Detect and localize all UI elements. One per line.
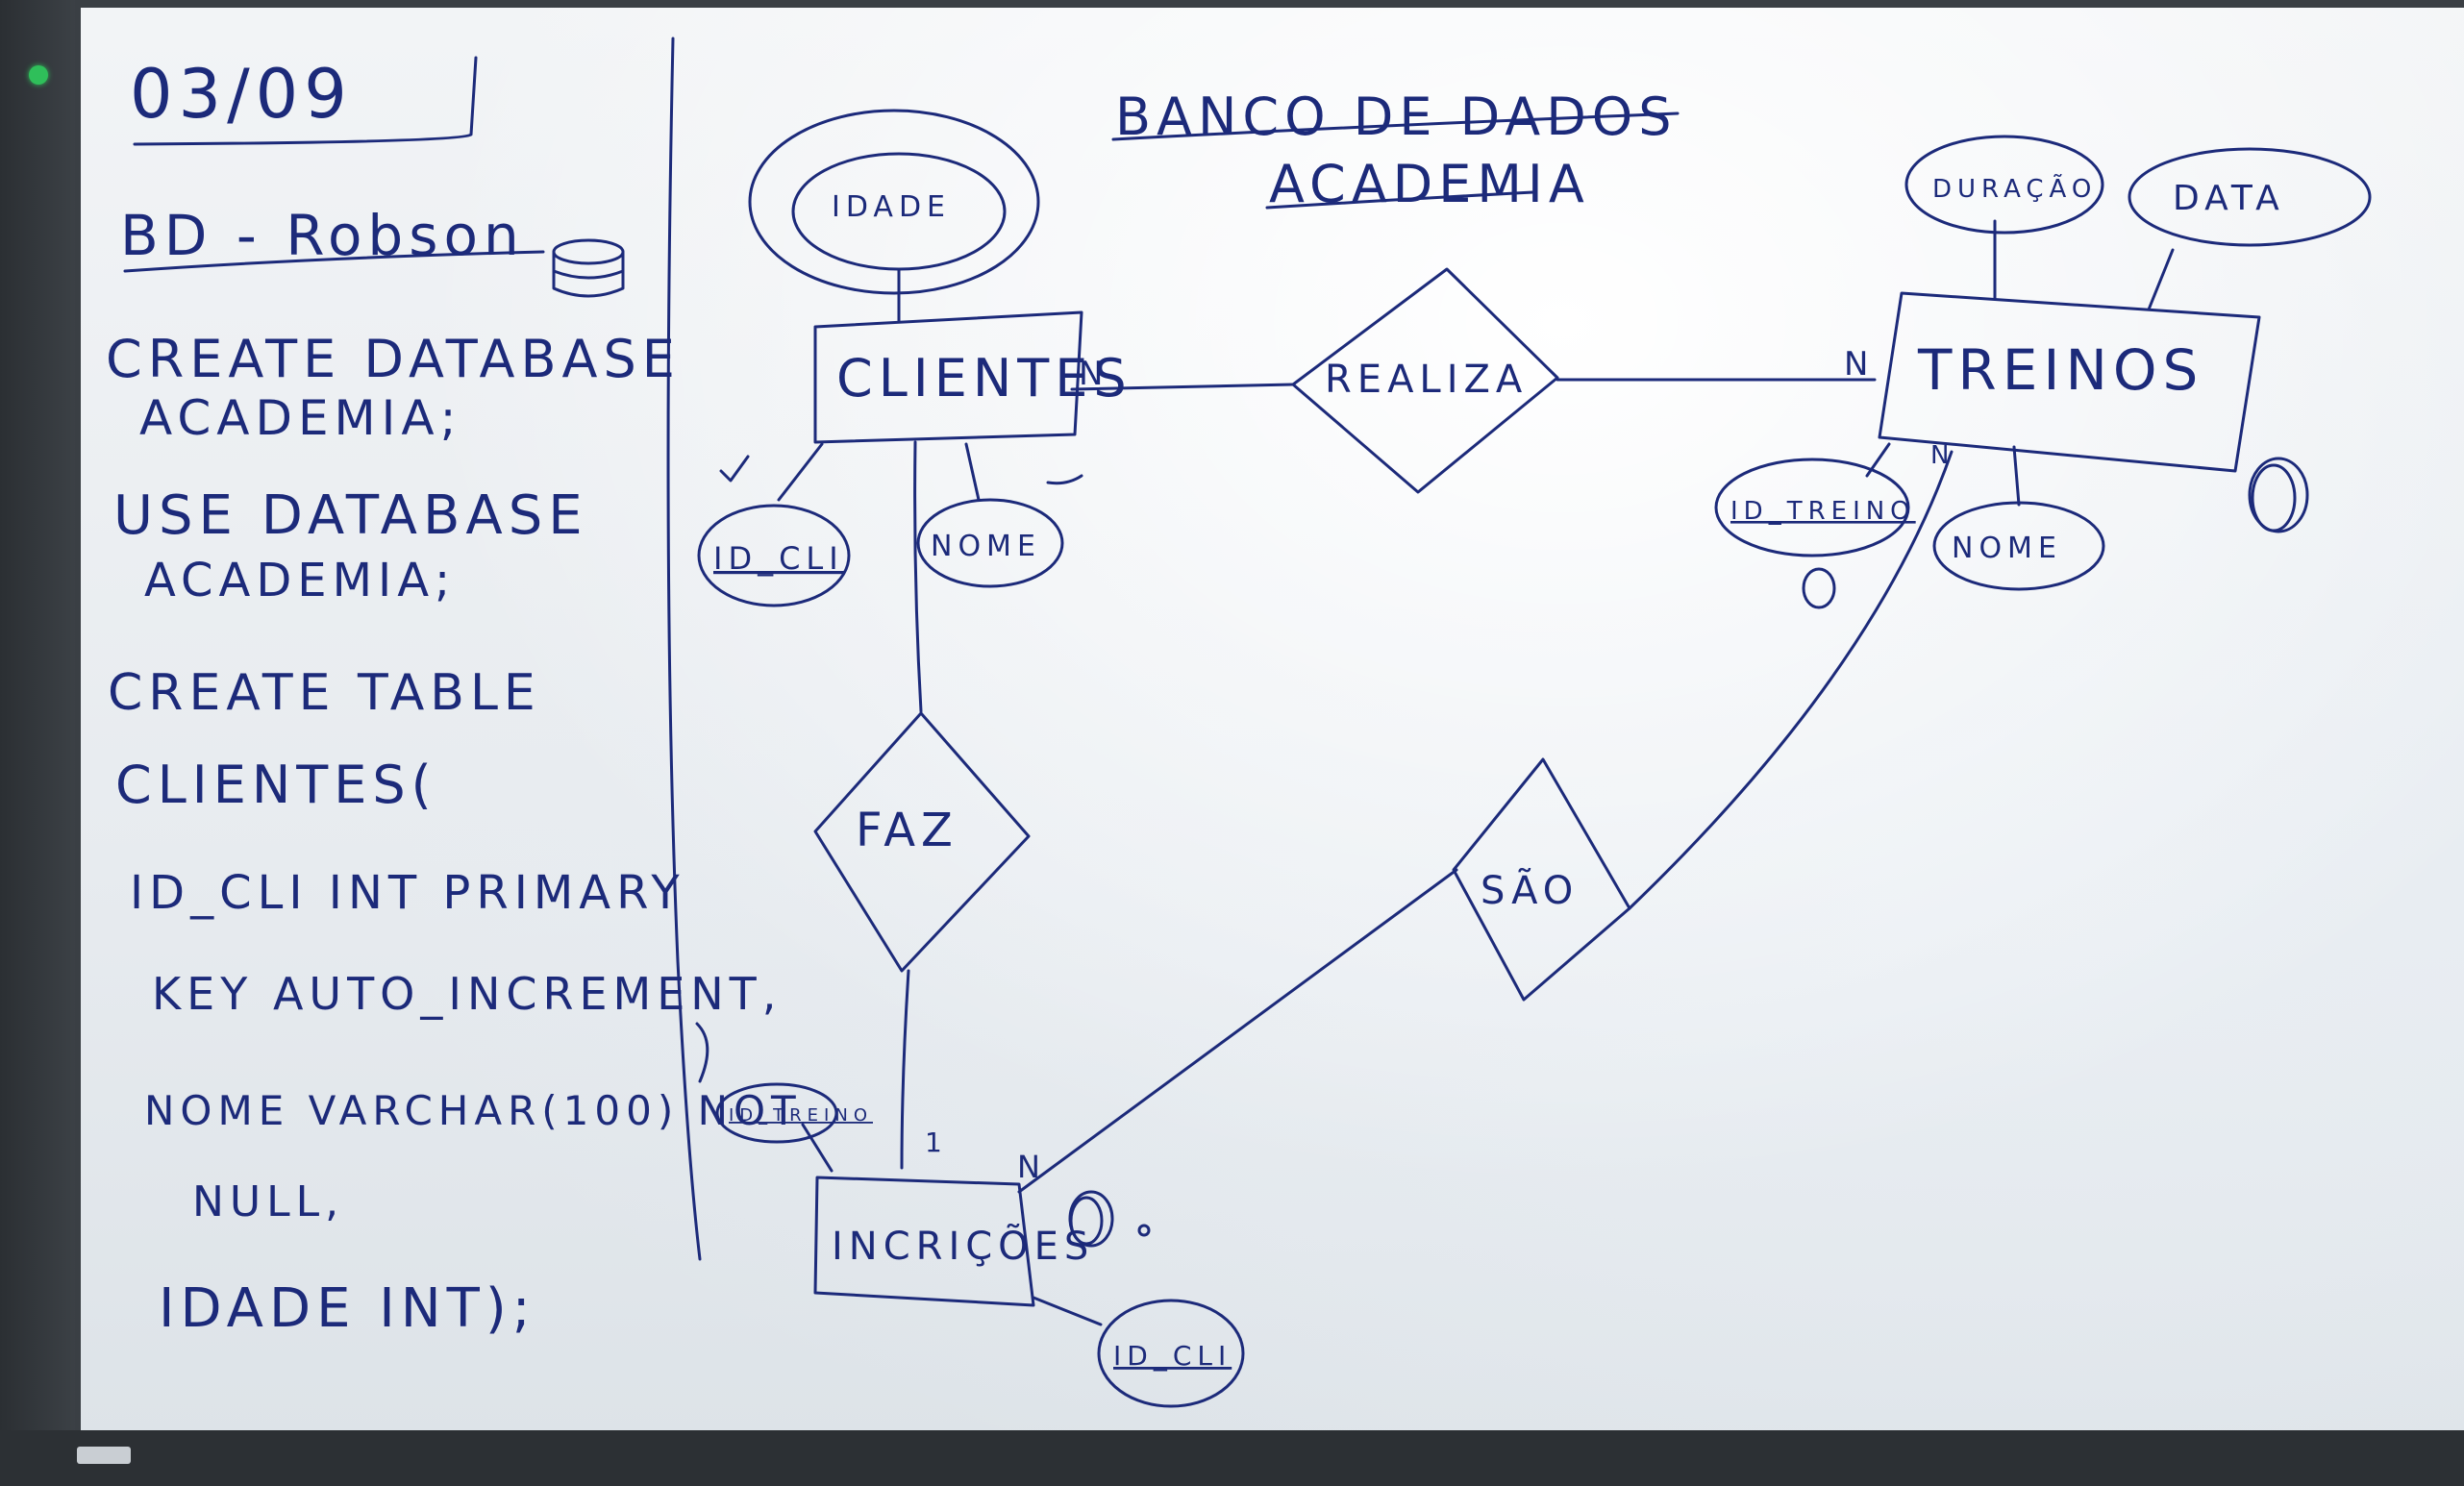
svg-text:REALIZA: REALIZA [1325, 358, 1528, 402]
sql-line: ID_CLI INT PRIMARY [130, 866, 685, 920]
card-treinos: N [1844, 345, 1874, 384]
card-inscricoes-faz: 1 [925, 1127, 948, 1158]
svg-text:INCRIÇÕES: INCRIÇÕES [832, 1223, 1094, 1269]
line-clientes-realiza [1070, 383, 1295, 391]
entity-clientes: CLIENTES [813, 310, 1132, 444]
tick-mark [1046, 474, 1083, 485]
card-treinos-sao: N [1930, 441, 1954, 470]
attribute-duracao: DURAÇÃO [1904, 135, 2104, 235]
sql-line: NOME VARCHAR(100) NOT [144, 1087, 802, 1134]
entity-inscricoes: INCRIÇÕES [813, 1176, 1094, 1307]
title-underline-2 [1265, 190, 1535, 210]
power-led [29, 65, 48, 85]
attribute-id-cli: ID_CLI [697, 504, 851, 607]
database-icon [552, 238, 625, 298]
bracket-mark [695, 1022, 709, 1083]
attribute-idade: IDADE [748, 109, 1040, 295]
relationship-sao: SÃO [1452, 757, 1631, 1002]
line-data [2147, 248, 2175, 311]
sql-line: USE DATABASE [113, 484, 588, 547]
card-inscricoes-sao: N [1017, 1149, 1046, 1185]
line-treinos-sao [1628, 450, 1954, 910]
svg-text:IDADE: IDADE [832, 190, 951, 224]
line-idcli [777, 442, 824, 502]
svg-text:SÃO: SÃO [1481, 867, 1579, 913]
svg-text:DATA: DATA [2173, 179, 2285, 218]
line-idtreino-insc [801, 1123, 834, 1173]
sql-line: ACADEMIA; [144, 554, 456, 607]
svg-text:NOME: NOME [931, 530, 1041, 563]
date-underline [133, 56, 478, 146]
attribute-id-cli-inscricoes: ID_CLI [1097, 1299, 1245, 1408]
attribute-nome-treino: NOME [1932, 501, 2105, 591]
line-clientes-faz [913, 440, 923, 713]
relationship-faz: FAZ [813, 711, 1031, 973]
course-text: BD - Robson [120, 203, 525, 268]
entity-treinos: TREINOS [1878, 291, 2261, 473]
whiteboard [75, 0, 2464, 1440]
svg-text:ID_TREINO: ID_TREINO [729, 1105, 873, 1126]
tray-label [77, 1447, 131, 1464]
attribute-nome-cli: NOME [916, 498, 1064, 588]
svg-text:NOME: NOME [1952, 532, 2062, 565]
date-text: 03/09 [130, 55, 353, 134]
scribble-circle [1802, 567, 1836, 609]
svg-text:CLIENTES: CLIENTES [836, 348, 1132, 409]
svg-text:TREINOS: TREINOS [1917, 337, 2203, 403]
board-frame-left [0, 0, 77, 1486]
attribute-data: DATA [2128, 147, 2372, 247]
attribute-id-treino-inscricoes: ID_TREINO [715, 1082, 873, 1144]
sql-notes: CREATE DATABASE ACADEMIA; USE DATABASE A… [106, 329, 802, 1340]
sql-line: CLIENTES( [115, 755, 437, 815]
svg-text:ID_CLI: ID_CLI [1113, 1340, 1232, 1372]
line-nome-treino [2012, 445, 2021, 507]
board-frame-bottom [0, 1430, 2464, 1486]
scribble-circle [2248, 457, 2309, 533]
line-faz-inscricoes [900, 969, 910, 1170]
line-nome [964, 442, 981, 502]
sql-line: KEY AUTO_INCREMENT, [152, 968, 782, 1020]
attribute-id-treino: ID_TREINO [1714, 458, 1916, 557]
sql-line: IDADE INT); [159, 1277, 536, 1340]
course-underline [123, 250, 545, 273]
column-divider [666, 37, 702, 1261]
line-sao-inscricoes [1017, 868, 1458, 1194]
sql-line: CREATE TABLE [108, 664, 541, 722]
title-underline-1 [1111, 111, 1680, 141]
svg-text:ID_CLI: ID_CLI [713, 540, 844, 577]
relationship-realiza: REALIZA [1291, 267, 1559, 494]
scribble-circle [1068, 1190, 1151, 1248]
sql-line: ACADEMIA; [139, 390, 461, 446]
svg-text:ID_TREINO: ID_TREINO [1730, 497, 1916, 526]
sql-line: CREATE DATABASE [106, 329, 681, 389]
sql-line: NULL, [192, 1177, 344, 1226]
card-clientes: N [1079, 355, 1108, 393]
svg-text:DURAÇÃO: DURAÇÃO [1932, 173, 2097, 204]
line-idcli-insc [1032, 1296, 1103, 1326]
svg-text:FAZ: FAZ [856, 804, 958, 857]
check-mark [719, 455, 750, 483]
